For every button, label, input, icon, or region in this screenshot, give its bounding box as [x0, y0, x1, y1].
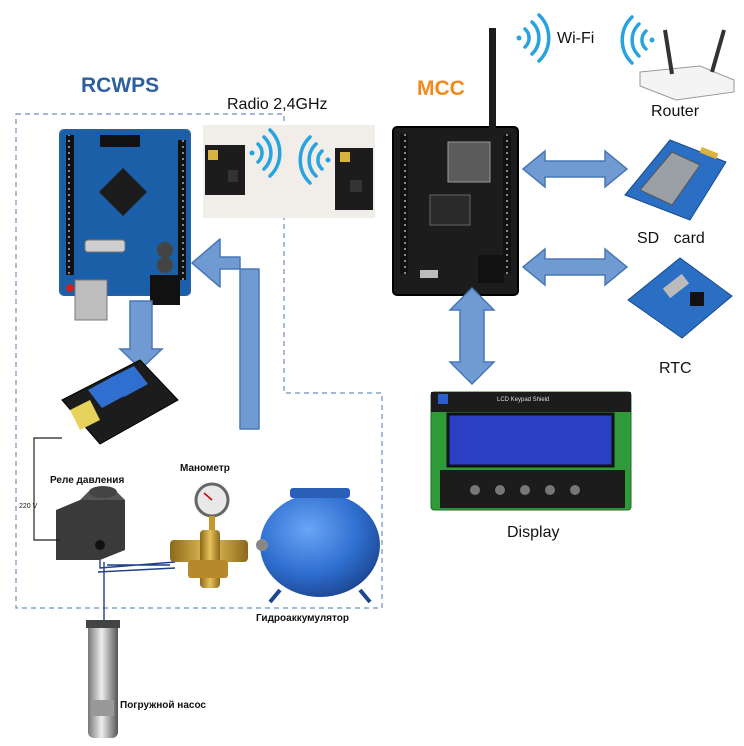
wifi-signal-right-icon [620, 15, 655, 65]
mcc-title: MCC [417, 77, 465, 100]
board-to-relay-arrow [118, 300, 164, 371]
accumulator-label: Гидроаккумулятор [256, 613, 349, 624]
sd-card-label: SD card [637, 230, 705, 247]
arduino-uno-board [59, 129, 191, 321]
hydro-accumulator-tank [256, 488, 380, 604]
lcd-header-label: LCD Keypad Shield [497, 397, 550, 403]
mcc-rtc-arrow [521, 247, 629, 287]
relay-module [61, 359, 179, 445]
mcc-antenna [485, 28, 500, 140]
rcwps-boundary [15, 113, 383, 609]
router-label: Router [651, 103, 700, 120]
brass-fitting [170, 530, 248, 588]
pressure-relay-label: Реле давления [50, 475, 125, 486]
voltage-label: 220 V [19, 503, 38, 510]
feedback-to-board-arrow [191, 238, 260, 430]
radio-modules-photo [203, 125, 375, 218]
display-label: Display [507, 524, 560, 541]
mcc-board [392, 126, 519, 296]
pump-label: Погружной насос [120, 700, 206, 711]
rtc-label: RTC [659, 360, 692, 377]
radio-signal-right-icon [298, 135, 331, 185]
rcwps-title: RCWPS [81, 74, 160, 97]
pressure-relay [56, 486, 125, 560]
hose-lines [97, 560, 176, 620]
rtc-module [627, 257, 733, 339]
mcc-sd-arrow [521, 149, 629, 189]
wifi-signal-left-icon [516, 13, 551, 63]
manometer-label: Манометр [180, 463, 230, 474]
wifi-label: Wi-Fi [557, 30, 595, 47]
manometer-gauge [194, 482, 230, 530]
sd-card-module [624, 139, 727, 221]
submersible-pump [86, 620, 120, 738]
mains-wire [33, 437, 62, 541]
radio-signal-left-icon [249, 128, 282, 178]
lcd-keypad-shield [430, 391, 632, 511]
mcc-display-arrow [448, 286, 496, 386]
router-device [639, 29, 735, 101]
radio-label: Radio 2,4GHz [227, 96, 328, 113]
